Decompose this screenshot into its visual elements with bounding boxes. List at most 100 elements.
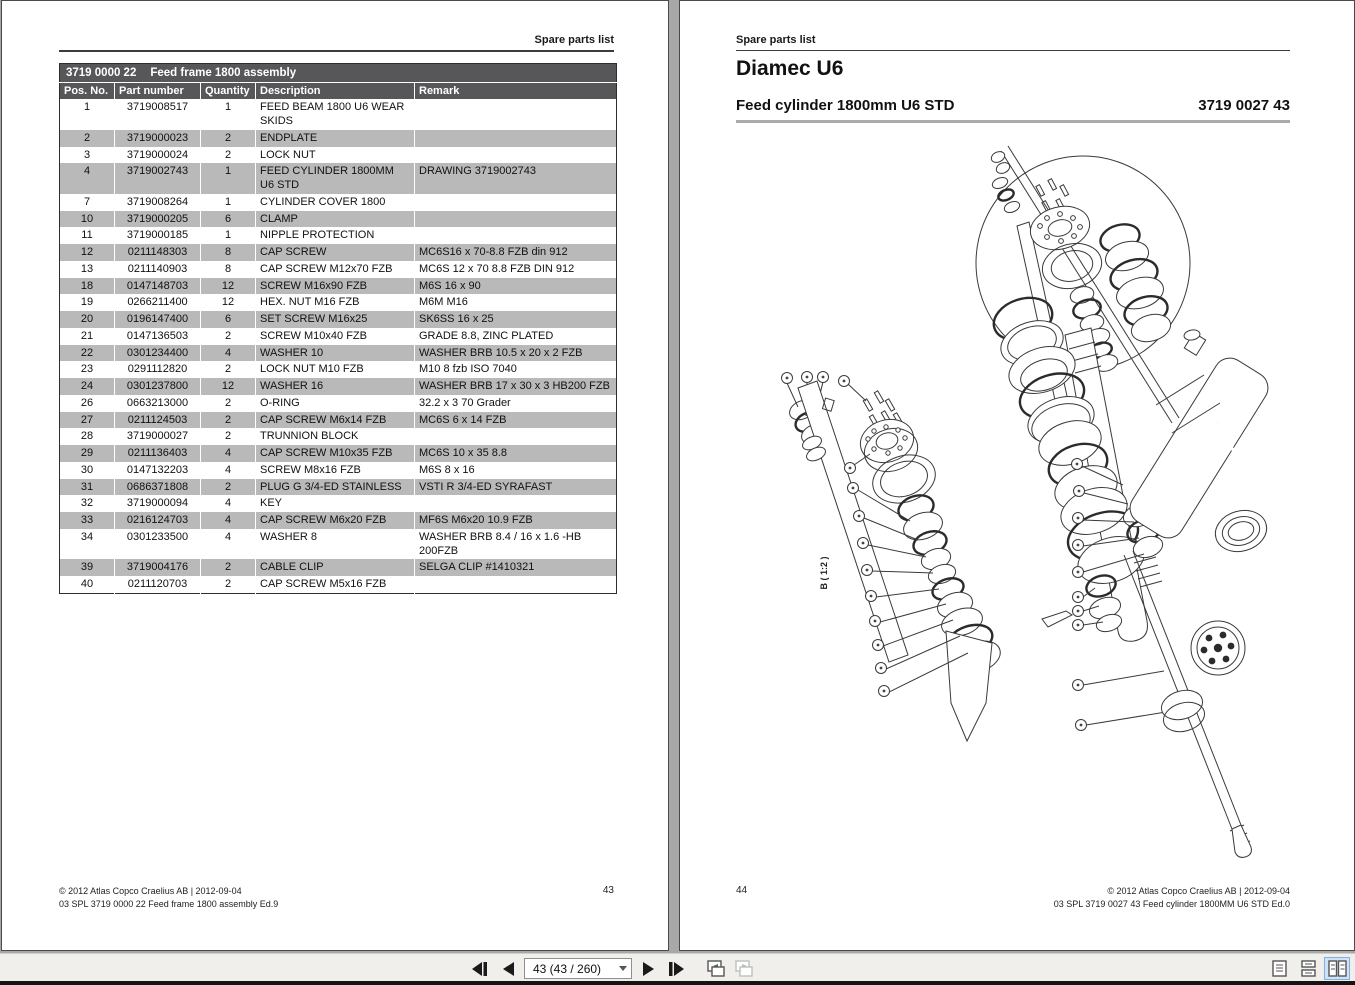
doc-ref-line: 03 SPL 3719 0027 43 Feed cylinder 1800MM…: [1053, 899, 1290, 910]
table-cell: 30: [59, 461, 115, 479]
continuous-view-button[interactable]: [1295, 957, 1321, 980]
exploded-diagram: B ( 1:2 ): [720, 123, 1300, 863]
table-cell: 2: [200, 559, 256, 577]
table-cell: 3719008264: [114, 193, 201, 211]
table-cell: SELGA CLIP #1410321: [414, 559, 617, 577]
window-bottom-edge: [0, 981, 1355, 985]
table-cell: 2: [200, 146, 256, 164]
chevron-down-icon: [619, 966, 627, 971]
table-header-row: Pos. No. Part number Quantity Descriptio…: [59, 82, 617, 100]
table-cell: 18: [59, 277, 115, 295]
table-cell: FEED BEAM 1800 U6 WEAR SKIDS: [255, 99, 415, 130]
table-cell: 10: [59, 210, 115, 228]
table-cell: CABLE CLIP: [255, 559, 415, 577]
table-cell: 3719000205: [114, 210, 201, 228]
table-cell: GRADE 8.8, ZINC PLATED: [414, 327, 617, 345]
table-cell: [414, 495, 617, 513]
table-cell: 4: [200, 344, 256, 362]
table-cell: 0211140903: [114, 260, 201, 278]
table-cell: 1: [59, 99, 115, 130]
table-cell: 31: [59, 478, 115, 496]
table-cell: 27: [59, 411, 115, 429]
page-number-combobox[interactable]: 43 (43 / 260): [524, 958, 632, 979]
table-cell: 4: [200, 495, 256, 513]
table-cell: [414, 428, 617, 446]
table-cell: PLUG G 3/4-ED STAINLESS: [255, 478, 415, 496]
table-cell: 28: [59, 428, 115, 446]
table-cell: DRAWING 3719002743: [414, 163, 617, 194]
table-cell: 3719000094: [114, 495, 201, 513]
table-cell: 1: [200, 193, 256, 211]
table-cell: VSTI R 3/4-ED SYRAFAST: [414, 478, 617, 496]
callout-column-left: [848, 483, 969, 697]
detail-scale-label: B ( 1:2 ): [819, 556, 829, 589]
table-cell: 2: [200, 478, 256, 496]
col-part-number: Part number: [114, 82, 201, 100]
assembly-number: 3719 0000 22: [66, 67, 137, 79]
feed-beam: B ( 1:2 ): [798, 381, 908, 662]
table-cell: WASHER BRB 10.5 x 20 x 2 FZB: [414, 344, 617, 362]
prev-section-icon: [472, 961, 487, 976]
table-cell: KEY: [255, 495, 415, 513]
page-number: 44: [736, 885, 748, 896]
table-cell: 8: [200, 260, 256, 278]
bolt-flange: [845, 413, 923, 477]
page-number: 43: [602, 885, 614, 896]
table-cell: 0196147400: [114, 311, 201, 328]
table-cell: 12: [200, 294, 256, 312]
running-header: Spare parts list: [534, 34, 614, 46]
page-number-value: 43 (43 / 260): [533, 961, 602, 976]
single-page-icon: [1271, 960, 1287, 977]
table-cell: 40: [59, 576, 115, 594]
end-cap: [1191, 621, 1245, 675]
table-cell: 29: [59, 445, 115, 462]
previous-page-button[interactable]: [496, 957, 520, 980]
col-remark: Remark: [414, 82, 617, 100]
table-cell: 11: [59, 227, 115, 245]
next-section-icon: [669, 961, 684, 976]
table-cell: 20: [59, 311, 115, 328]
table-cell: MC6S 10 x 35 8.8: [414, 445, 617, 462]
table-cell: 0301237800: [114, 378, 201, 395]
table-cell: 0211136403: [114, 445, 201, 462]
table-cell: 4: [59, 163, 115, 194]
facing-pages-view-button[interactable]: [1324, 957, 1350, 980]
previous-section-button[interactable]: [468, 957, 492, 980]
col-description: Description: [255, 82, 415, 100]
page-navigation: 43 (43 / 260): [468, 957, 756, 980]
next-page-button[interactable]: [636, 957, 660, 980]
page-footer: © 2012 Atlas Copco Craelius AB | 2012-09…: [59, 885, 614, 911]
table-cell: 0663213000: [114, 394, 201, 412]
next-view-button[interactable]: [732, 957, 756, 980]
document-page-right: Spare parts list Diamec U6 Feed cylinder…: [679, 0, 1355, 951]
table-cell: CAP SCREW M5x16 FZB: [255, 576, 415, 594]
table-cell: 4: [200, 528, 256, 560]
table-cell: 3719000023: [114, 129, 201, 147]
table-cell: 12: [200, 378, 256, 395]
header-rule: [736, 50, 1290, 51]
previous-view-icon: [707, 959, 725, 977]
single-page-view-button[interactable]: [1266, 957, 1292, 980]
table-cell: 1: [200, 163, 256, 194]
table-cell: 33: [59, 512, 115, 529]
table-cell: 1: [200, 227, 256, 245]
table-cell: 2: [200, 576, 256, 594]
continuous-view-icon: [1300, 960, 1316, 977]
previous-view-button[interactable]: [704, 957, 728, 980]
table-cell: WASHER 10: [255, 344, 415, 362]
next-section-button[interactable]: [664, 957, 688, 980]
